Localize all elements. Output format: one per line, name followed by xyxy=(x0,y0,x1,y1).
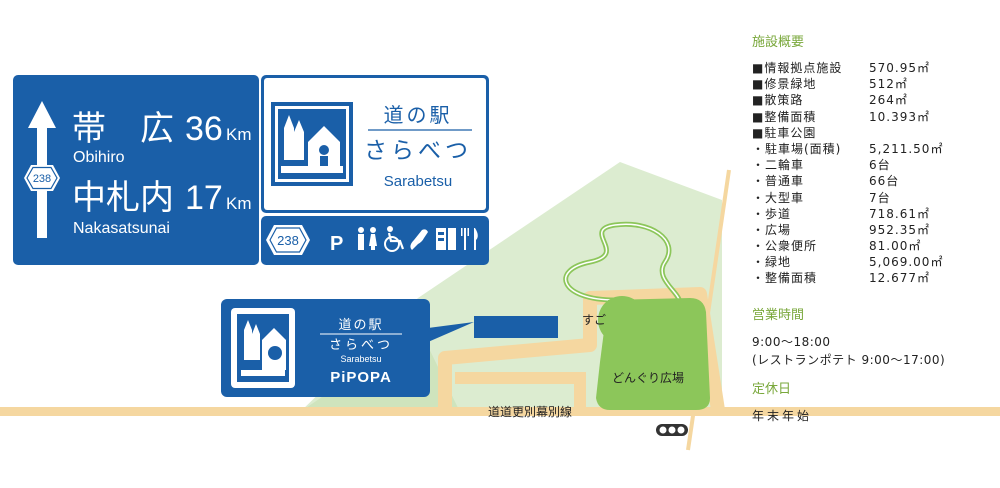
accessible-icon xyxy=(384,226,405,252)
spec-row: ■散策路 264㎡ xyxy=(752,92,992,108)
spec-row: ・普通車 66台 xyxy=(752,173,992,189)
station-sign: 道の駅 さらべつ Sarabetsu xyxy=(261,75,489,213)
spec-label: ■情報拠点施設 xyxy=(752,61,843,75)
spec-label: ・広場 xyxy=(752,222,792,237)
spec-value: 81.00㎡ xyxy=(869,239,922,254)
spec-value: 264㎡ xyxy=(869,93,908,108)
main-road xyxy=(0,407,1000,416)
route-shield-icon: 238 xyxy=(24,165,60,191)
spec-value: 7台 xyxy=(869,190,891,205)
upper-destination-romaji: Obihiro xyxy=(73,149,125,166)
station-building xyxy=(474,316,558,338)
map-callout-sign: 道の駅 さらべつ Sarabetsu PiPOPA xyxy=(221,299,474,397)
spec-label: ■整備面積 xyxy=(752,109,817,124)
spec-value: 12.677㎡ xyxy=(869,271,930,286)
callout-name-kana: さらべつ xyxy=(329,338,393,353)
spec-list: ■情報拠点施設 570.95㎡ ■修景緑地 512㎡ ■散策路 264㎡ ■整備面積 10.3… xyxy=(752,60,992,287)
lower-destination-kanji: 中札内 xyxy=(72,178,174,218)
spec-value: 66台 xyxy=(869,174,900,189)
spec-value xyxy=(869,125,992,141)
callout-title: 道の駅 xyxy=(338,318,383,333)
donguri-plaza-label: どんぐり広場 xyxy=(612,371,684,385)
spec-label: ・公衆便所 xyxy=(752,239,818,254)
road-sign-route-number: 238 xyxy=(33,173,51,185)
hours-main: 9:00～18:00 xyxy=(752,334,831,349)
hours-heading: 営業時間 xyxy=(752,307,805,323)
callout-name-romaji: Sarabetsu xyxy=(340,354,381,364)
spec-label: ・整備面積 xyxy=(752,271,818,286)
walking-path-inner xyxy=(564,223,681,313)
spec-value: 6台 xyxy=(869,158,891,173)
station-sign-name-kana: さらべつ xyxy=(364,138,472,164)
facility-heading: 施設概要 xyxy=(752,35,805,50)
parking-road-inner xyxy=(455,372,586,412)
spec-row: ■情報拠点施設 570.95㎡ xyxy=(752,60,992,76)
phone-icon xyxy=(410,229,428,250)
traffic-signal-icon xyxy=(656,424,688,436)
road-direction-sign: 238 帯 広 36 Km Obihiro 中札内 17 Km Nakasats… xyxy=(13,75,259,265)
spec-label: ・大型車 xyxy=(752,190,805,205)
toilet-icon xyxy=(358,227,377,250)
spec-value: 5,069.00㎡ xyxy=(869,255,944,270)
station-sign-name-romaji: Sarabetsu xyxy=(384,173,452,190)
spec-row: ・二輪車 6台 xyxy=(752,157,992,173)
spec-value: 718.61㎡ xyxy=(869,206,930,221)
spec-label: ・二輪車 xyxy=(752,158,805,173)
spec-value: 10.393㎡ xyxy=(869,109,930,124)
spec-row: ■修景緑地 512㎡ xyxy=(752,76,992,92)
donguri-plaza xyxy=(596,298,710,410)
spec-label: ■散策路 xyxy=(752,93,804,108)
spec-value: 512㎡ xyxy=(869,77,908,92)
spec-row: ・大型車 7台 xyxy=(752,190,992,206)
spec-row: ・公衆便所 81.00㎡ xyxy=(752,238,992,254)
parking-icon: P xyxy=(330,233,343,255)
spec-row: ■駐車公園 xyxy=(752,125,992,141)
lower-distance: 17 xyxy=(185,179,223,217)
services-route-number: 238 xyxy=(277,233,299,248)
spec-row: ・緑地 5,069.00㎡ xyxy=(752,254,992,270)
closed-heading: 定休日 xyxy=(752,381,792,397)
spec-label: ■駐車公園 xyxy=(752,125,817,140)
spec-row: ・駐車場(面積) 5,211.50㎡ xyxy=(752,141,992,157)
closed-value: 年末年始 xyxy=(752,408,813,423)
callout-brand: PiPOPA xyxy=(330,369,392,386)
spec-value: 570.95㎡ xyxy=(869,61,930,75)
hours-block: 営業時間 9:00～18:00 (レストランポテト 9:00～17:00) xyxy=(752,307,992,369)
station-logo-icon xyxy=(271,102,353,186)
spec-label: ・駐車場(面積) xyxy=(752,141,842,156)
closed-block: 定休日 年末年始 xyxy=(752,381,992,425)
spec-label: ■修景緑地 xyxy=(752,77,817,92)
spec-row: ・整備面積 12.677㎡ xyxy=(752,270,992,286)
services-sign: 238 P xyxy=(261,216,489,265)
lower-unit: Km xyxy=(226,194,252,213)
spec-label: ・普通車 xyxy=(752,174,805,189)
spec-label: ・歩道 xyxy=(752,206,792,221)
route-shield-icon: 238 xyxy=(266,225,310,255)
upper-destination-kanji: 帯 広 xyxy=(72,109,174,149)
hours-restaurant: (レストランポテト 9:00～17:00) xyxy=(752,352,946,367)
upper-unit: Km xyxy=(226,125,252,144)
station-logo-icon xyxy=(237,314,289,382)
lower-destination-romaji: Nakasatsunai xyxy=(73,220,170,237)
station-sign-title: 道の駅 xyxy=(384,103,453,127)
road-name-label: 道道更別幕別線 xyxy=(488,404,572,419)
spec-value: 952.35㎡ xyxy=(869,222,930,237)
restaurant-icon xyxy=(461,228,478,250)
shop-icon xyxy=(436,228,456,250)
spec-row: ・広場 952.35㎡ xyxy=(752,222,992,238)
spec-row: ・歩道 718.61㎡ xyxy=(752,206,992,222)
spec-value: 5,211.50㎡ xyxy=(869,141,944,156)
spec-label: ・緑地 xyxy=(752,255,792,270)
spec-row: ■整備面積 10.393㎡ xyxy=(752,109,992,125)
upper-distance: 36 xyxy=(185,110,223,148)
